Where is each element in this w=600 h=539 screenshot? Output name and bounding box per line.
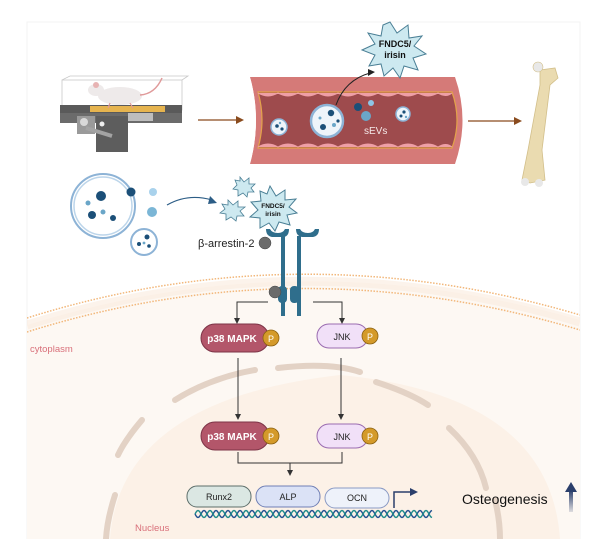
free-particles-left	[126, 187, 157, 217]
arrow-vesicle-to-irisin	[335, 72, 371, 106]
cytoplasm-label: cytoplasm	[30, 344, 73, 355]
gene-runx2: Runx2	[186, 485, 252, 508]
vesicle-small-left	[270, 118, 288, 136]
cell-membrane	[27, 273, 580, 333]
phospho-icon	[361, 327, 379, 345]
svg-text:P: P	[367, 432, 373, 442]
osteogenesis-label: Osteogenesis	[462, 491, 548, 507]
nucleus-label: Nucleus	[135, 523, 170, 534]
gene-alp: ALP	[255, 485, 321, 508]
arrowhead-receptor	[208, 196, 217, 204]
arrow-exercise-to-vessel	[198, 116, 244, 124]
transcription-start-icon	[393, 491, 412, 508]
svg-text:P: P	[268, 334, 274, 344]
arrestin-ball-top	[258, 236, 272, 250]
svg-text:P: P	[367, 332, 373, 342]
irisin-label-line2: irisin	[384, 50, 406, 60]
p38-mapk-bottom: p38 MAPK P	[200, 421, 280, 451]
arrow-receptor-to-p38	[236, 301, 268, 320]
treadmill-rat-illustration	[60, 75, 190, 152]
p38-top-label: p38 MAPK	[207, 334, 257, 345]
svg-text:ALP: ALP	[279, 492, 296, 502]
irisin-small-label-line2: irisin	[265, 211, 281, 218]
p38-bottom-label: p38 MAPK	[207, 432, 257, 443]
vesicle-small-right	[395, 106, 411, 122]
arrowhead-p38-top	[234, 318, 240, 324]
irisin-burst-receptor: FNDC5/ irisin	[248, 184, 299, 232]
nuclear-envelope	[103, 362, 503, 539]
arrestin-label: β-arrestin-2	[198, 238, 254, 250]
arrowhead-jnk-top	[339, 318, 345, 324]
irisin-label-line1: FNDC5/	[379, 39, 412, 49]
jnk-bottom-label: JNK	[333, 432, 350, 442]
jnk-top-label: JNK	[333, 332, 350, 342]
transcription-arrowhead	[410, 488, 418, 496]
arrowhead-genes	[287, 470, 293, 476]
phospho-icon	[262, 427, 280, 445]
vesicle-large-free	[70, 173, 136, 239]
arrowhead-jnk-bottom	[338, 414, 344, 420]
gene-ocn: OCN	[324, 487, 390, 509]
p38-mapk-top: p38 MAPK P	[200, 323, 280, 353]
jnk-top: JNK P	[316, 323, 379, 349]
dna-helix	[194, 509, 433, 519]
jnk-bottom: JNK P	[316, 423, 379, 449]
increase-arrow-icon	[565, 482, 577, 512]
irisin-burst-top: FNDC5/ irisin	[360, 21, 428, 80]
irisin-small-label-line1: FNDC5/	[261, 203, 285, 210]
phospho-icon	[262, 329, 280, 347]
sevs-label: sEVs	[364, 126, 387, 137]
femur-bone-illustration	[521, 61, 559, 187]
svg-text:P: P	[268, 432, 274, 442]
phospho-icon	[361, 427, 379, 445]
free-particles	[354, 100, 374, 121]
irisin-burst-small-2	[219, 199, 247, 222]
vesicle-small-free	[130, 228, 158, 256]
arrow-receptor-to-jnk	[313, 301, 343, 320]
arrestin-ball-bottom	[268, 285, 282, 299]
blood-vessel	[250, 77, 463, 164]
arrow-vessel-to-bone	[468, 117, 522, 125]
arrowhead-irisin	[368, 69, 375, 76]
arrowhead-p38-bottom	[235, 414, 241, 420]
svg-text:OCN: OCN	[347, 493, 367, 503]
arrow-vesicle-to-receptor	[166, 196, 213, 206]
svg-text:Runx2: Runx2	[206, 492, 232, 502]
irisin-burst-small-1	[232, 175, 256, 198]
vesicle-large-center	[309, 103, 345, 139]
